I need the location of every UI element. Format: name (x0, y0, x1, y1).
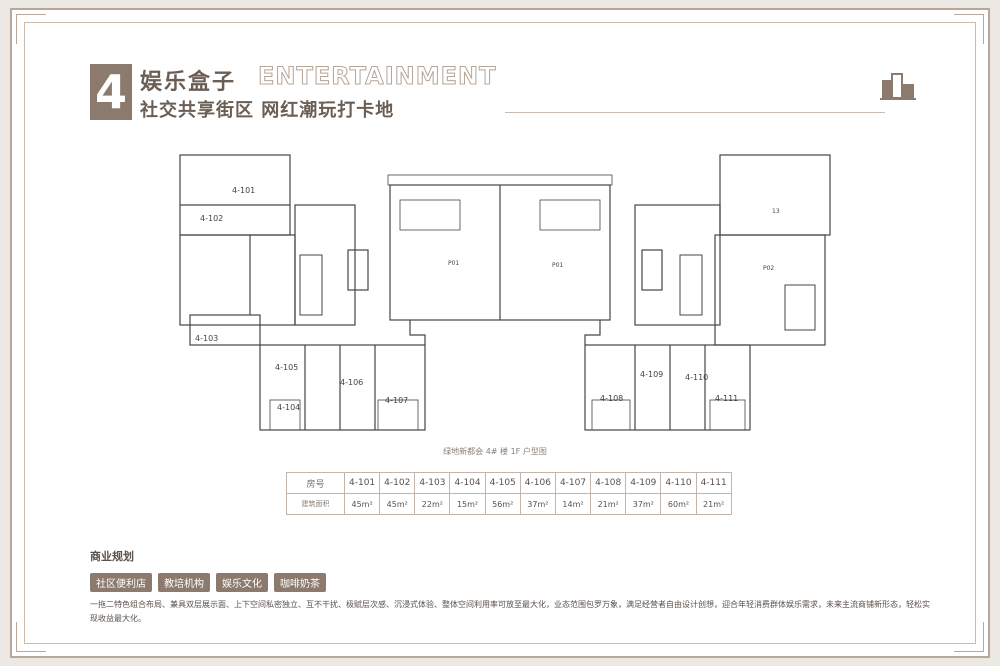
area-table: 房号 4-101 4-102 4-103 4-104 4-105 4-106 4… (286, 472, 732, 515)
plan-wall (634, 204, 721, 326)
room-label: P01 (552, 262, 563, 269)
plan-caption: 绿地新都会 4# 楼 1F 户型图 (443, 447, 547, 456)
room-label: P01 (448, 260, 459, 267)
table-row-header: 建筑面积 (286, 493, 345, 515)
table-cell: 60m² (660, 493, 697, 515)
unit-label: 4-103 (195, 334, 218, 343)
corner-ornament (16, 14, 46, 44)
table-row: 房号 4-101 4-102 4-103 4-104 4-105 4-106 4… (286, 472, 732, 494)
plan-wall (387, 174, 613, 186)
elevator (347, 249, 369, 291)
business-tags: 社区便利店教培机构娱乐文化咖啡奶茶 (90, 572, 332, 592)
table-row-header: 房号 (286, 472, 345, 494)
room-label: 13 (772, 208, 780, 215)
business-description: 一拖二特色组合布局、兼具双层展示面、上下空间私密独立、互不干扰、极赋层次感、沉浸… (90, 600, 930, 623)
unit-label: 4-109 (640, 370, 663, 379)
table-cell: 4-101 (343, 472, 381, 494)
table-row: 建筑面积 45m² 45m² 22m² 15m² 56m² 37m² 14m² … (286, 493, 732, 515)
unit-label: 4-106 (340, 378, 363, 387)
business-tag: 咖啡奶茶 (274, 573, 326, 592)
business-tag: 娱乐文化 (216, 573, 268, 592)
corner-ornament (954, 622, 984, 652)
corner-ornament (16, 622, 46, 652)
plan-wall (294, 204, 356, 326)
page-frame (10, 8, 990, 658)
page-title: 娱乐盒子 (140, 70, 237, 95)
unit-label: 4-110 (685, 373, 708, 382)
plan-wall (179, 154, 291, 236)
page-subtitle: 社交共享街区 网红潮玩打卡地 (140, 100, 395, 121)
plan-wall (714, 234, 826, 346)
table-cell: 37m² (519, 493, 556, 515)
corner-ornament (954, 14, 984, 44)
stair (784, 284, 816, 331)
stair (299, 254, 323, 316)
unit-label: 4-102 (200, 214, 223, 223)
unit-label: 4-101 (232, 186, 255, 195)
stair (679, 254, 703, 316)
plan-wall (179, 234, 296, 326)
table-cell: 4-105 (484, 472, 521, 494)
page-header: 4 娱乐盒子 ENTERTAINMENT 社交共享街区 网红潮玩打卡地 (90, 62, 916, 122)
table-cell: 4-107 (554, 472, 592, 494)
table-cell: 4-102 (379, 472, 416, 494)
business-tag: 教培机构 (158, 573, 210, 592)
plan-wall (269, 399, 301, 431)
table-cell: 56m² (484, 493, 521, 515)
table-cell: 21m² (590, 493, 627, 515)
business-tag: 社区便利店 (90, 573, 152, 592)
unit-label: 4-104 (277, 403, 300, 412)
elevator (641, 249, 663, 291)
header-divider (505, 112, 885, 113)
table-cell: 45m² (343, 493, 381, 515)
table-cell: 22m² (414, 493, 451, 515)
plan-wall (584, 320, 601, 345)
plan-wall (584, 344, 751, 431)
plan-wall (709, 399, 746, 431)
unit-label: 4-105 (275, 363, 298, 372)
plan-wall (189, 314, 261, 346)
plan-wall (591, 399, 631, 431)
section-number: 4 (90, 64, 132, 120)
table-cell: 4-111 (695, 472, 732, 494)
building-icon (880, 73, 916, 100)
plan-wall (409, 320, 426, 345)
table-cell: 45m² (379, 493, 416, 515)
business-planning: 商业规划 社区便利店教培机构娱乐文化咖啡奶茶 一拖二特色组合布局、兼具双层展示面… (90, 548, 930, 623)
unit-label: 4-111 (715, 394, 738, 403)
table-cell: 4-106 (519, 472, 556, 494)
plan-wall (259, 344, 426, 431)
inner-frame (24, 22, 976, 644)
room-label: P02 (763, 265, 774, 272)
table-cell: 4-108 (590, 472, 627, 494)
table-cell: 15m² (449, 493, 486, 515)
table-cell: 4-104 (449, 472, 486, 494)
plan-wall (719, 154, 831, 236)
section-title: 商业规划 (90, 550, 134, 563)
table-cell: 14m² (554, 493, 592, 515)
plan-wall (399, 199, 461, 231)
table-cell: 4-110 (660, 472, 697, 494)
unit-label: 4-107 (385, 396, 408, 405)
plan-wall (539, 199, 601, 231)
plan-wall (377, 399, 419, 431)
unit-label: 4-108 (600, 394, 623, 403)
table-cell: 37m² (625, 493, 662, 515)
table-cell: 21m² (695, 493, 732, 515)
plan-caption-box: 绿地新都会 4# 楼 1F 户型图 (380, 446, 610, 462)
table-cell: 4-109 (625, 472, 662, 494)
floor-plan: 4-101 4-102 4-103 4-104 4-105 4-106 4-10… (179, 154, 831, 431)
page-title-en: ENTERTAINMENT (257, 62, 497, 91)
table-cell: 4-103 (414, 472, 451, 494)
